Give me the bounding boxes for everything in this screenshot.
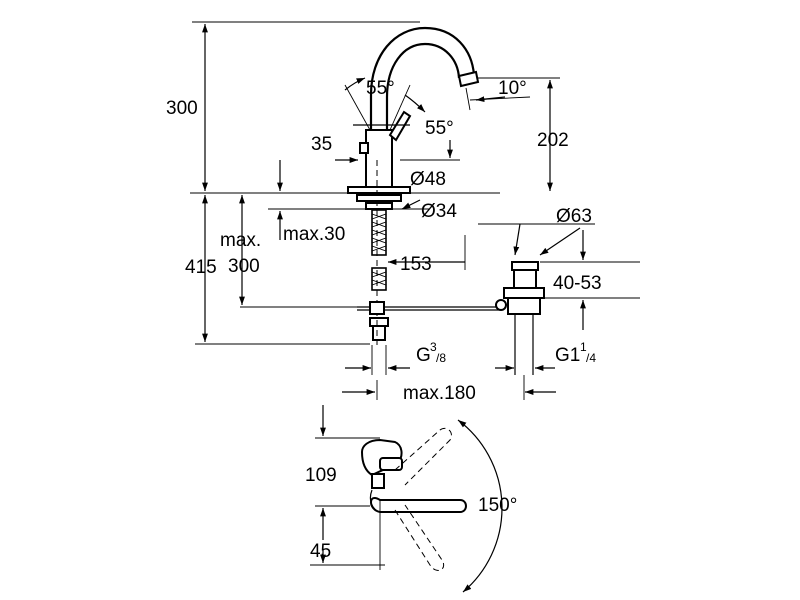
label-inlet-thread: G xyxy=(416,345,431,366)
label-spout-tilt: 10° xyxy=(498,78,527,99)
label-waste-offset: 153 xyxy=(400,254,432,275)
label-waste-thread-den: /4 xyxy=(586,351,596,365)
label-spout-angle-right: 55° xyxy=(425,118,454,139)
label-top-view-offset: 45 xyxy=(310,541,331,562)
label-rotation-angle: 150° xyxy=(478,495,517,516)
label-lever-offset: 35 xyxy=(311,134,332,155)
dimension-lines xyxy=(190,21,640,400)
label-total-length: 415 xyxy=(185,257,217,278)
faucet-side-view xyxy=(347,26,500,345)
label-body-diameter: Ø48 xyxy=(410,169,446,190)
label-inlet-thread-num: 3 xyxy=(430,340,437,354)
label-outlet-height: 202 xyxy=(537,130,569,151)
label-hole-diameter: Ø34 xyxy=(421,201,457,222)
label-max-thickness: max.30 xyxy=(283,224,345,245)
dimension-labels: 300 55° 10° 55° 202 35 Ø48 Ø34 max.30 ma… xyxy=(166,78,602,562)
faucet-top-view xyxy=(310,405,503,593)
waste-fitting xyxy=(495,261,545,375)
label-total-height: 300 xyxy=(166,98,198,119)
label-waste-thread-num: 1 xyxy=(580,340,587,354)
label-max-value: 300 xyxy=(228,256,260,277)
label-spout-angle-left: 55° xyxy=(366,78,395,99)
label-waste-thread: G1 xyxy=(555,345,580,366)
label-inlet-thread-den: /8 xyxy=(436,351,446,365)
label-top-view-height: 109 xyxy=(305,465,337,486)
label-max-reach: max.180 xyxy=(403,383,476,404)
label-waste-range: 40-53 xyxy=(553,273,602,294)
label-waste-diameter: Ø63 xyxy=(556,206,592,227)
label-max: max. xyxy=(220,230,261,251)
